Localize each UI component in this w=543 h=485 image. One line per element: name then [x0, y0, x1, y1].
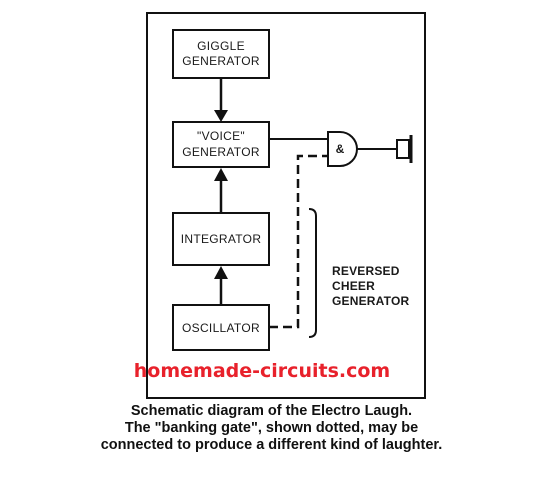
caption-line-2: The "banking gate", shown dotted, may be [124, 420, 419, 436]
and-gate-symbol [327, 131, 358, 167]
voice-generator-label-1: "VOICE" [197, 129, 245, 143]
diagram-frame [146, 12, 426, 399]
reversed-cheer-label-2: CHEER [332, 279, 375, 293]
giggle-generator-label-1: GIGGLE [197, 39, 245, 53]
arrow-oscillator-to-integrator [214, 266, 228, 305]
giggle-generator-label-2: GENERATOR [182, 54, 260, 68]
diagram-caption: Schematic diagram of the Electro Laugh. … [0, 403, 543, 454]
caption-line-1: Schematic diagram of the Electro Laugh. [130, 403, 413, 419]
reversed-cheer-label-3: GENERATOR [332, 294, 409, 308]
reversed-cheer-label-1: REVERSED [332, 264, 400, 278]
integrator-label: INTEGRATOR [181, 232, 262, 246]
watermark-text: homemade-circuits.com [134, 360, 390, 382]
voice-generator-label-2: GENERATOR [182, 145, 260, 159]
speaker-icon [396, 135, 413, 163]
caption-line-3: connected to produce a different kind of… [100, 437, 443, 453]
reversed-cheer-bracket [308, 208, 317, 338]
and-gate-ampersand: & [336, 142, 345, 156]
banking-gate-dotted-line [269, 154, 328, 329]
arrow-integrator-to-voice [214, 168, 228, 213]
integrator-block [172, 212, 270, 266]
oscillator-label: OSCILLATOR [182, 321, 260, 335]
arrow-giggle-to-voice [214, 78, 228, 122]
